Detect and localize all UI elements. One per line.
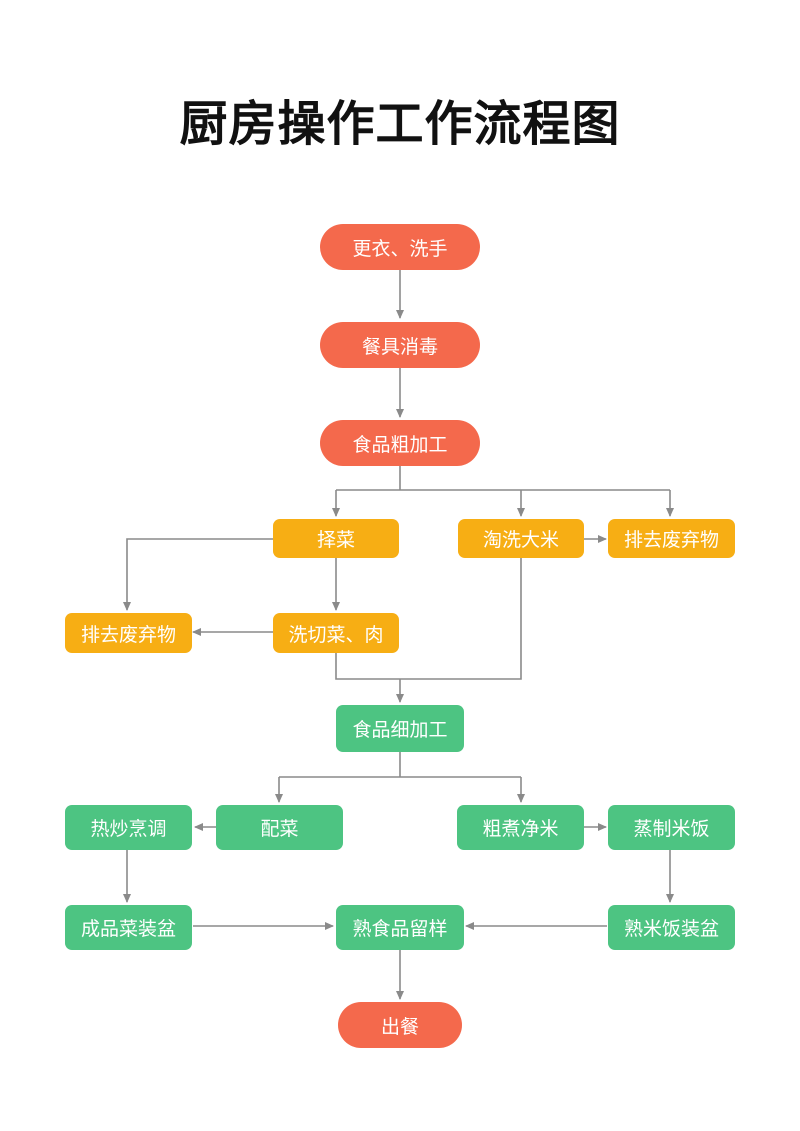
node-disinfect: 餐具消毒 (320, 322, 480, 368)
node-steam-rice: 蒸制米饭 (608, 805, 735, 850)
node-cook-rice: 粗煮净米 (457, 805, 584, 850)
node-discard-right: 排去废弃物 (608, 519, 735, 558)
edge-pick-to-discard-left (123, 538, 273, 611)
edge-rough-branch (336, 466, 670, 491)
node-rough-process: 食品粗加工 (320, 420, 480, 466)
node-keep-sample: 熟食品留样 (336, 905, 464, 950)
node-prepare-dish: 配菜 (216, 805, 343, 850)
node-fine-process: 食品细加工 (336, 705, 464, 752)
node-discard-left: 排去废弃物 (65, 613, 192, 653)
node-wash-cut: 洗切菜、肉 (273, 613, 399, 653)
node-plate-dish: 成品菜装盆 (65, 905, 192, 950)
node-stir-fry: 热炒烹调 (65, 805, 192, 850)
page-title: 厨房操作工作流程图 (179, 96, 621, 152)
edge-merge-to-fine (335, 558, 522, 702)
node-pick-veg: 择菜 (273, 519, 399, 558)
node-serve: 出餐 (338, 1002, 462, 1048)
node-plate-rice: 熟米饭装盆 (608, 905, 735, 950)
node-wash-rice: 淘洗大米 (458, 519, 584, 558)
node-change-clothes: 更衣、洗手 (320, 224, 480, 270)
edge-fine-branch (279, 752, 521, 778)
